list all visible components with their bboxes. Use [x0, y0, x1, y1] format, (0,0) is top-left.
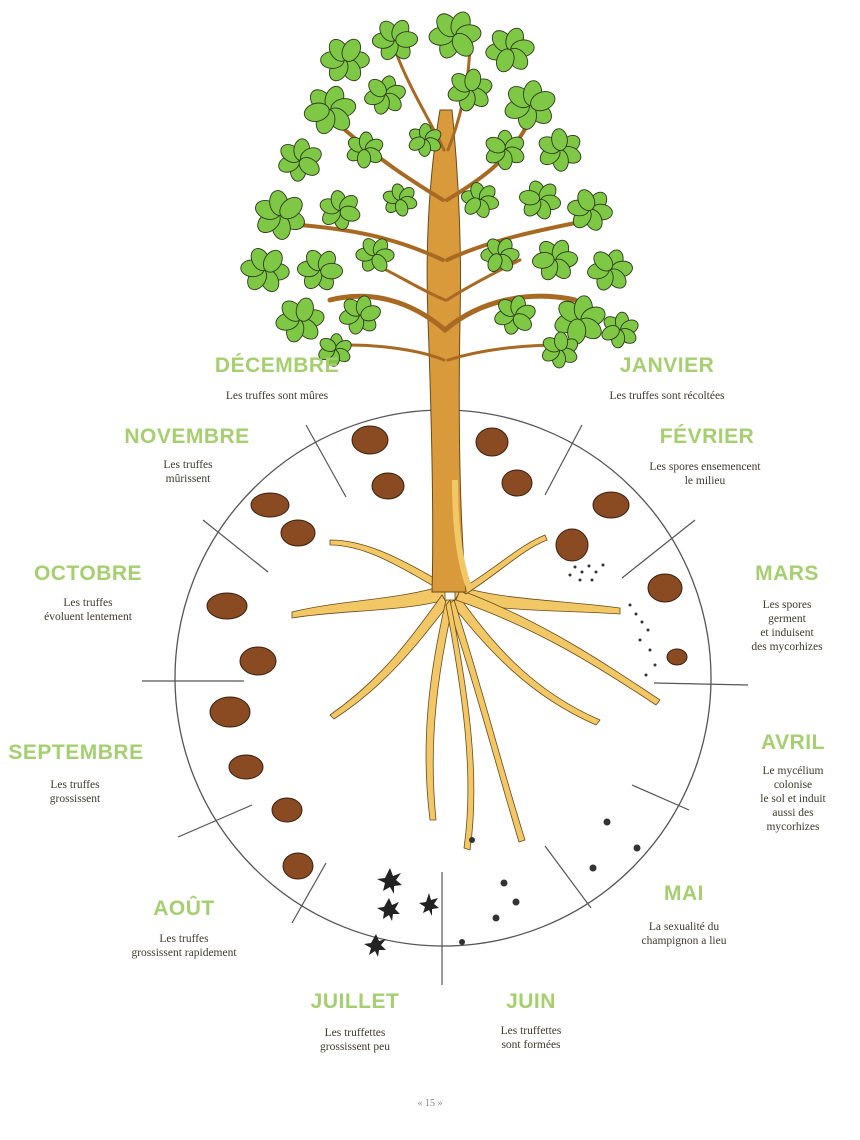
month-desc-juillet: Les truffettes grossissent peu: [320, 1026, 390, 1054]
month-desc-aout: Les truffes grossissent rapidement: [131, 932, 236, 960]
month-label-septembre: SEPTEMBRE: [8, 741, 143, 765]
truffle: [272, 798, 302, 822]
leaf-cluster: [302, 84, 357, 136]
root: [426, 600, 454, 820]
month-label-aout: AOÛT: [153, 897, 215, 921]
leaf-cluster: [276, 138, 324, 182]
leaf-cluster: [253, 189, 307, 241]
truffle: [210, 697, 250, 727]
truffle: [283, 853, 313, 879]
month-desc-novembre: Les truffes mûrissent: [163, 458, 212, 486]
leaf-cluster: [567, 187, 613, 233]
truffle: [556, 529, 588, 561]
leaf-cluster: [321, 36, 370, 84]
leaf-cluster: [428, 9, 482, 61]
root: [452, 595, 600, 725]
leaf-cluster: [363, 74, 407, 116]
truffle: [502, 470, 532, 496]
truffle: [251, 493, 289, 517]
leaf-cluster: [599, 312, 640, 348]
truffle: [240, 647, 276, 675]
month-desc-janvier: Les truffes sont récoltées: [609, 389, 724, 403]
leaf-cluster: [382, 182, 418, 217]
truffle: [229, 755, 263, 779]
month-desc-decembre: Les truffes sont mûres: [226, 389, 328, 403]
truffle: [372, 473, 404, 499]
tree-roots: [292, 535, 660, 850]
truffle: [352, 426, 388, 454]
month-desc-juin: Les truffettes sont formées: [501, 1024, 562, 1052]
month-desc-septembre: Les truffes grossissent: [50, 778, 100, 806]
month-label-avril: AVRIL: [761, 731, 825, 755]
month-desc-avril: Le mycélium colonise le sol et induit au…: [760, 764, 827, 834]
month-label-fevrier: FÉVRIER: [660, 425, 755, 449]
leaf-cluster: [338, 295, 383, 336]
month-label-janvier: JANVIER: [620, 354, 715, 378]
leaf-cluster: [318, 189, 361, 231]
truffle-stars: [364, 868, 439, 957]
month-desc-fevrier: Les spores ensemencent le milieu: [649, 460, 760, 488]
page-number: « 15 »: [418, 1098, 443, 1109]
truffle: [593, 492, 629, 518]
leaf-cluster: [446, 68, 494, 113]
truffle: [207, 593, 247, 619]
leaf-cluster: [531, 238, 579, 282]
leaf-cluster: [537, 128, 584, 172]
truffle: [476, 428, 508, 456]
root: [460, 535, 547, 594]
leaf-cluster: [240, 245, 289, 294]
month-label-juin: JUIN: [506, 990, 556, 1014]
month-desc-octobre: Les truffes évoluent lentement: [44, 596, 132, 624]
month-label-juillet: JUILLET: [311, 990, 400, 1014]
month-label-mai: MAI: [664, 882, 704, 906]
leaf-cluster: [586, 248, 634, 292]
root: [292, 585, 445, 618]
leaf-cluster: [297, 247, 342, 293]
month-label-decembre: DÉCEMBRE: [215, 354, 339, 378]
month-desc-mai: La sexualité du champignon a lieu: [642, 920, 727, 948]
month-label-mars: MARS: [755, 562, 819, 586]
truffle: [648, 574, 682, 602]
truffle: [281, 520, 315, 546]
leaf-cluster: [372, 18, 418, 63]
month-label-octobre: OCTOBRE: [34, 562, 142, 586]
root: [330, 540, 446, 590]
leaf-cluster: [502, 80, 558, 131]
leaf-cluster: [274, 296, 326, 344]
tree-trunk: [427, 110, 470, 592]
leaf-cluster: [519, 179, 562, 221]
month-desc-mars: Les spores germent et induisent des myco…: [751, 598, 824, 654]
leaf-cluster: [485, 26, 536, 75]
truffle: [667, 649, 687, 665]
spore-dots: [459, 564, 657, 946]
month-label-novembre: NOVEMBRE: [124, 425, 249, 449]
